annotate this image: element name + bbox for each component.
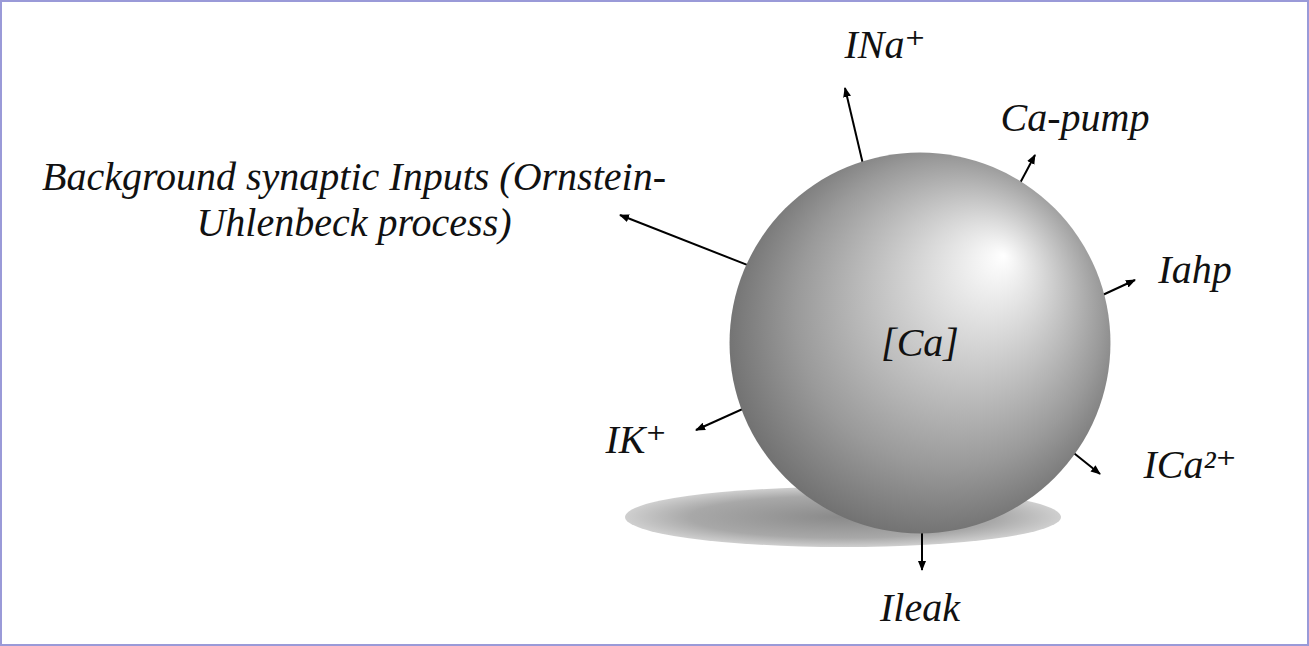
current-label: Ca-pump: [1001, 95, 1150, 141]
current-label: Ileak: [880, 585, 960, 631]
current-label: INa⁺: [844, 22, 925, 68]
current-label: Iahp: [1158, 247, 1231, 293]
current-label: ICa²⁺: [1143, 442, 1236, 488]
current-label: IK⁺: [605, 417, 666, 463]
cell-sphere: [Ca]: [728, 151, 1112, 535]
concentration-label: [Ca]: [881, 320, 959, 366]
sphere-body: [730, 153, 1111, 534]
input-label: Background synaptic Inputs (Ornstein-Uhl…: [4, 154, 704, 246]
